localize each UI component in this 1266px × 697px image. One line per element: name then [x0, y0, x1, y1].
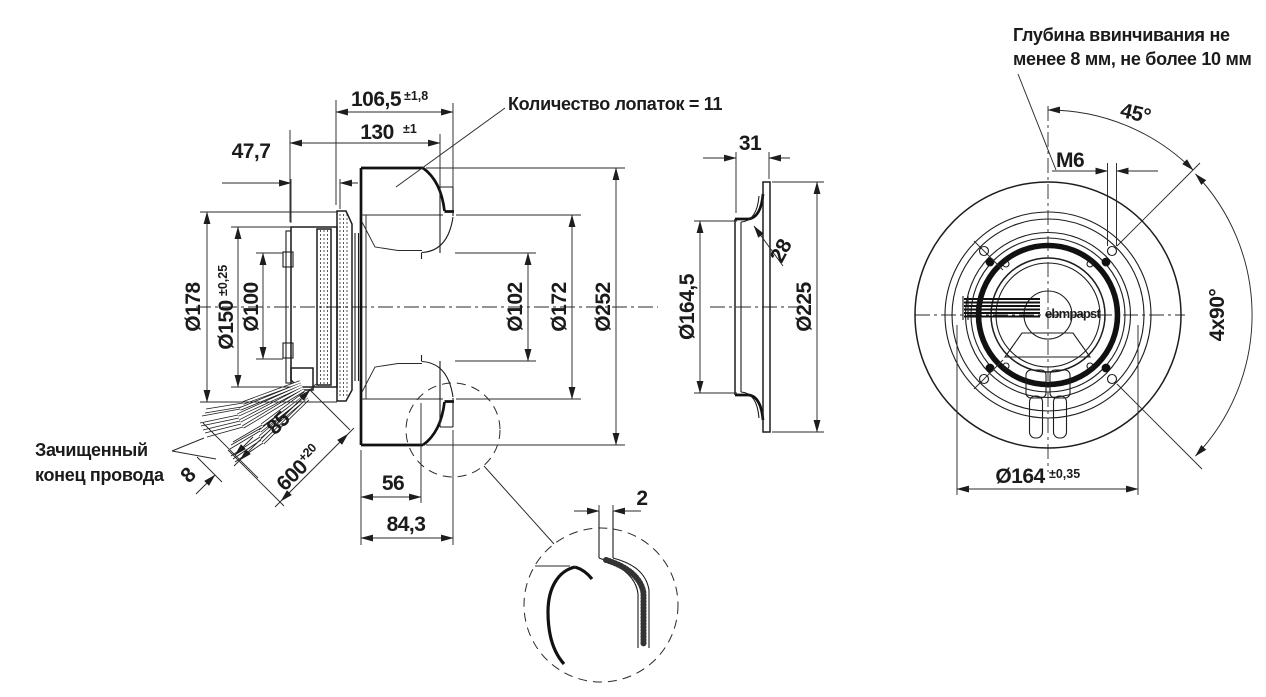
dim-ring-outer-dia: Ø225	[772, 181, 824, 433]
dim-bolt-circle-tolerance: ±0,35	[1049, 467, 1080, 481]
dim-width-overall: 130 ±1	[289, 121, 441, 222]
dim-impeller-dia: Ø252	[426, 167, 625, 446]
dim-spigot-dia: Ø100	[240, 252, 283, 360]
svg-text:конец провода: конец провода	[35, 465, 165, 485]
impeller-housing-outline	[359, 166, 555, 545]
dim-gap-label: 2	[636, 487, 647, 510]
dim-width-top-tolerance: ±1,8	[404, 89, 428, 103]
brand-logo: ebmpapst	[1045, 306, 1101, 321]
dim-hole-pattern-label: 4x90°	[1206, 289, 1229, 342]
dim-bolt-circle-label: Ø164	[995, 465, 1045, 488]
dim-thread: M6	[1052, 149, 1158, 246]
dim-flange-dia-label: Ø178	[182, 281, 205, 331]
dim-width-overall-tolerance: ±1	[403, 122, 417, 136]
terminal-and-cables	[1003, 332, 1092, 439]
inlet-ring-section-view: 31 28 Ø164,5 Ø225	[676, 132, 824, 433]
dim-hole-angle: 45°	[1047, 99, 1201, 247]
dim-width-top-label: 106,5	[351, 88, 402, 111]
dim-mouth-dia-label: Ø172	[548, 282, 571, 331]
note-stripped-wire: Зачищенный конец провода	[35, 437, 217, 485]
dim-inlet-inner-dia-label: Ø102	[504, 282, 527, 331]
mounting-holes	[973, 240, 1118, 390]
detail-geometry	[535, 511, 650, 666]
dim-bolt-circle: Ø164 ±0,35	[956, 325, 1139, 495]
detail-marker-circle	[405, 382, 501, 478]
dim-motor-dia-tolerance: ±0,25	[216, 265, 230, 296]
detail-boundary-circle	[523, 527, 679, 683]
dim-mouth-dia: Ø172	[456, 214, 581, 400]
dim-housing-depth: 56	[360, 403, 422, 545]
note-screw-depth: Глубина ввинчивания не менее 8 мм, не бо…	[1013, 25, 1252, 171]
dim-housing-depth-total-label: 84,3	[387, 513, 426, 536]
svg-text:менее 8 мм, не более 10 мм: менее 8 мм, не более 10 мм	[1013, 49, 1252, 69]
dim-impeller-dia-label: Ø252	[592, 282, 615, 331]
dim-motor-depth: 47,7	[222, 140, 358, 223]
dim-lead-length-label: 600+20	[272, 441, 327, 496]
dim-ring-width: 31	[703, 132, 790, 213]
dim-wire-strip-label: 8	[176, 463, 201, 488]
dim-ring-inner-dia: Ø164,5	[676, 220, 737, 394]
dim-motor-dia-label: Ø150	[215, 300, 238, 349]
svg-text:Количество лопаток = 11: Количество лопаток = 11	[508, 94, 722, 114]
side-section-view: 106,5 ±1,8 130 ±1 47,7 Ø178 Ø150 ±0,25	[35, 88, 723, 545]
svg-text:Зачищенный: Зачищенный	[35, 440, 148, 460]
dim-inlet-inner-dia: Ø102	[455, 252, 536, 362]
dim-housing-depth-total: 84,3	[360, 430, 454, 545]
dim-housing-depth-label: 56	[382, 472, 404, 495]
dim-ring-width-label: 31	[739, 132, 762, 155]
rear-view-circles	[914, 181, 1182, 449]
dim-ring-lip: 28	[753, 225, 797, 267]
dim-hole-pattern: 4x90°	[1116, 173, 1253, 470]
dim-ring-inner-dia-label: Ø164,5	[676, 273, 699, 340]
dim-motor-depth-label: 47,7	[232, 140, 271, 163]
dim-width-top: 106,5 ±1,8	[335, 88, 454, 205]
dim-motor-dia: Ø150 ±0,25	[215, 226, 291, 388]
svg-text:Глубина ввинчивания не: Глубина ввинчивания не	[1013, 25, 1230, 45]
motor-outline	[282, 210, 360, 402]
detail-view: 2	[523, 487, 679, 683]
dim-gap: 2	[574, 487, 648, 515]
note-blade-count: Количество лопаток = 11	[395, 94, 723, 188]
rear-view: ebmpapst 45° 4x90° M6 Ø164	[914, 25, 1253, 495]
dim-thread-label: M6	[1056, 149, 1084, 172]
inlet-ring-outline	[734, 181, 771, 433]
detail-leader-line	[483, 465, 555, 545]
dim-flange-dia: Ø178	[182, 211, 337, 403]
shaft-splines	[962, 296, 1040, 320]
dim-width-overall-label: 130	[360, 121, 394, 144]
dim-spigot-dia-label: Ø100	[240, 282, 263, 331]
dim-ring-outer-dia-label: Ø225	[793, 281, 816, 331]
